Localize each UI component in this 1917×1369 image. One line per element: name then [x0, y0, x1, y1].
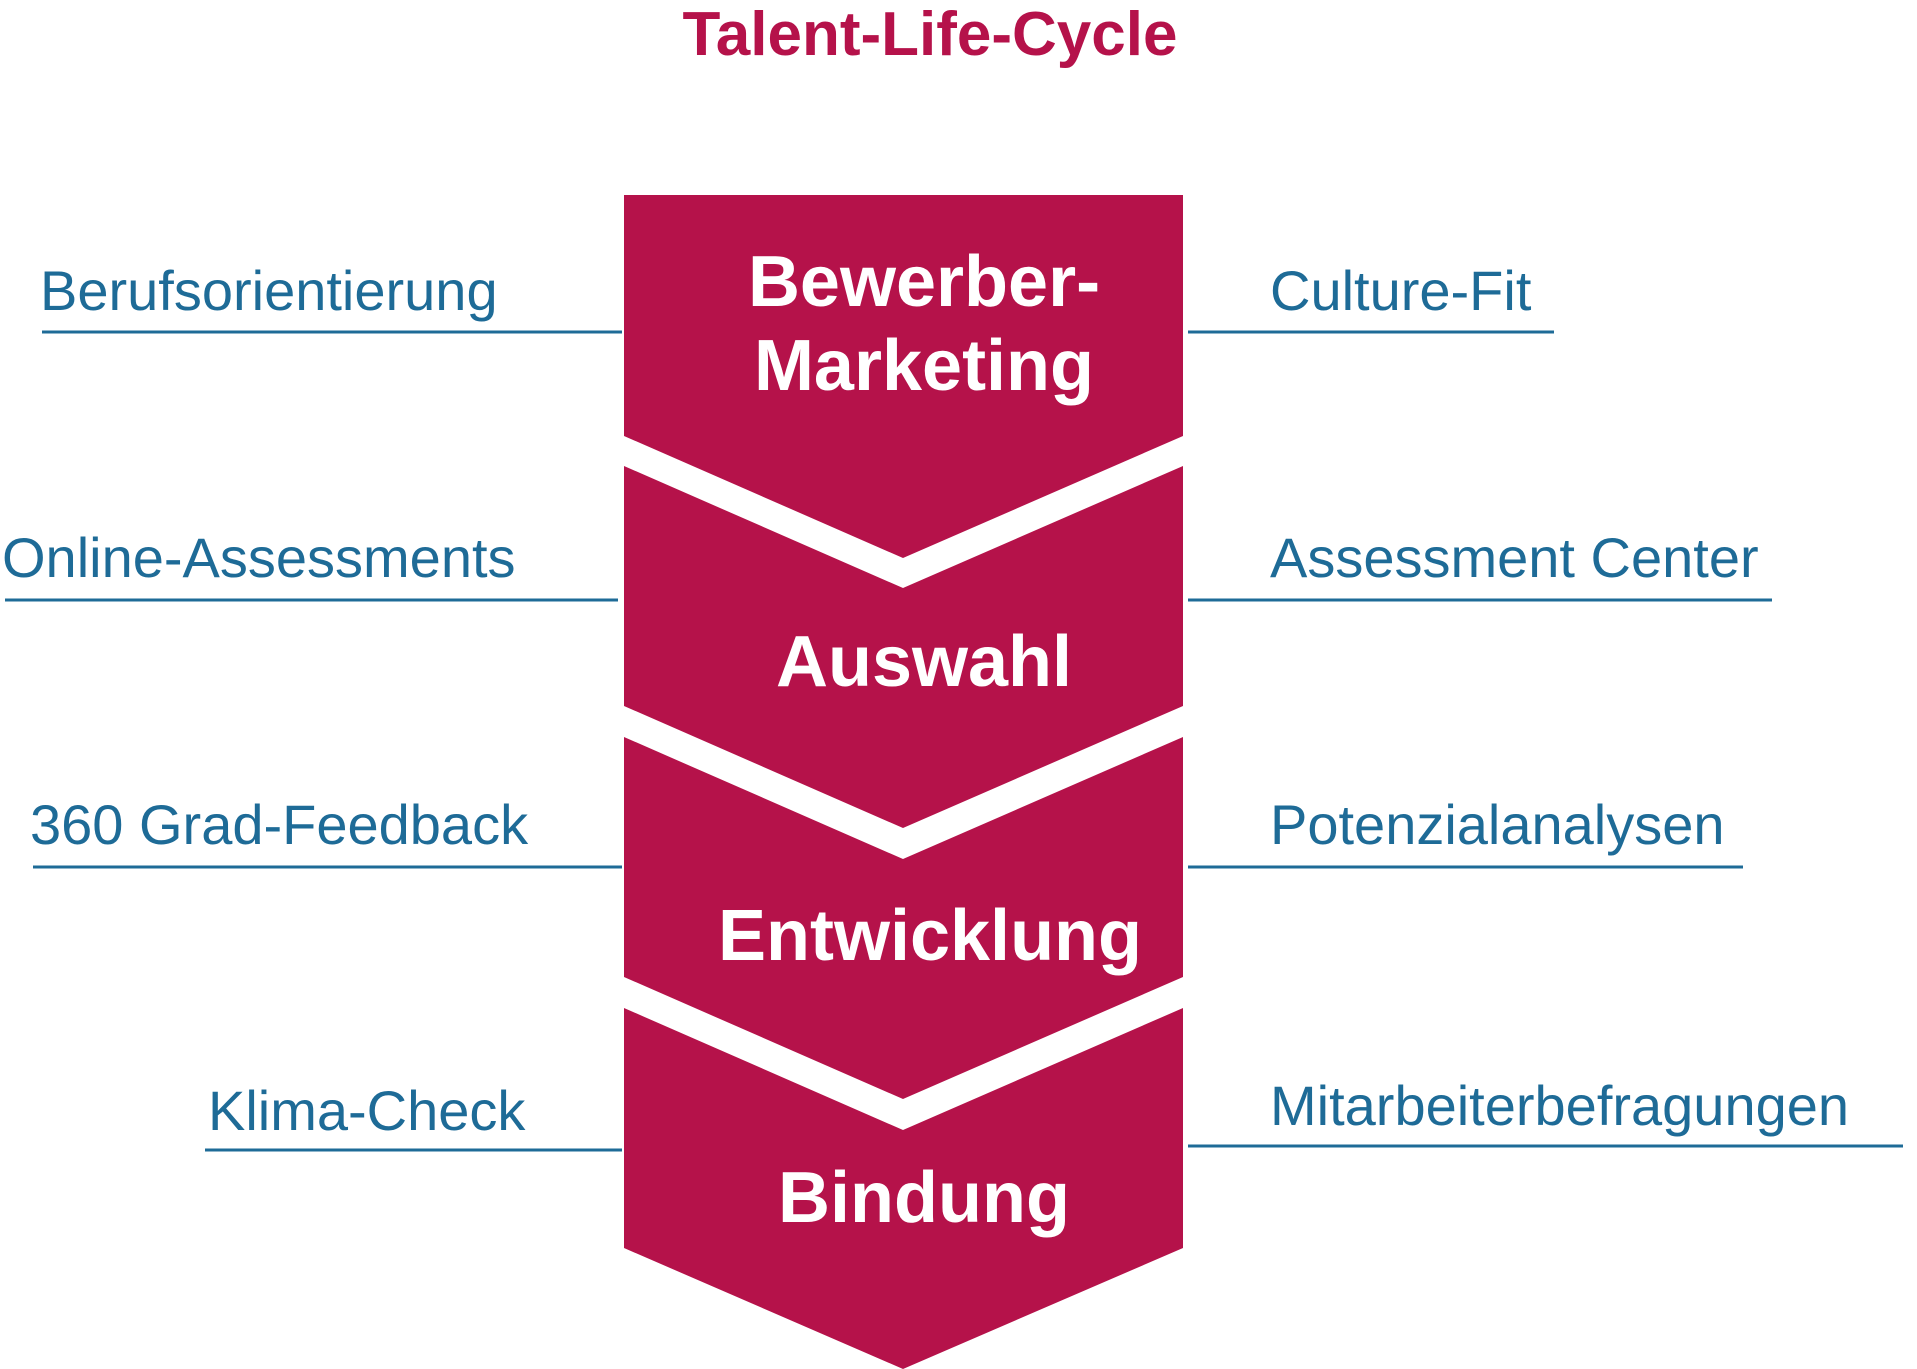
stage-chevron-bewerber-marketing: [624, 195, 1183, 558]
right-item-potenzialanalysen: Potenzialanalysen: [1270, 793, 1725, 856]
left-item-berufsorientierung: Berufsorientierung: [40, 259, 498, 322]
left-item-360-grad-feedback: 360 Grad-Feedback: [30, 793, 529, 856]
stage-label-auswahl: Auswahl: [776, 622, 1072, 702]
stage-label-bewerber-line-1: Bewerber-: [748, 242, 1100, 322]
stage-chevron-entwicklung: [624, 737, 1183, 1099]
right-item-mitarbeiterbefragungen: Mitarbeiterbefragungen: [1270, 1074, 1849, 1137]
right-item-assessment-center: Assessment Center: [1270, 526, 1759, 589]
diagram-title: Talent-Life-Cycle: [683, 0, 1178, 69]
left-item-online-assessments: Online-Assessments: [2, 526, 516, 589]
stage-label-bewerber-line-2: Marketing: [754, 326, 1094, 406]
stage-chevron-auswahl: [624, 466, 1183, 828]
left-item-klima-check: Klima-Check: [208, 1079, 526, 1142]
right-item-culture-fit: Culture-Fit: [1270, 259, 1532, 322]
stage-label-entwicklung: Entwicklung: [718, 896, 1142, 976]
stage-label-bindung: Bindung: [778, 1158, 1070, 1238]
stage-chevron-bindung: [624, 1008, 1183, 1369]
